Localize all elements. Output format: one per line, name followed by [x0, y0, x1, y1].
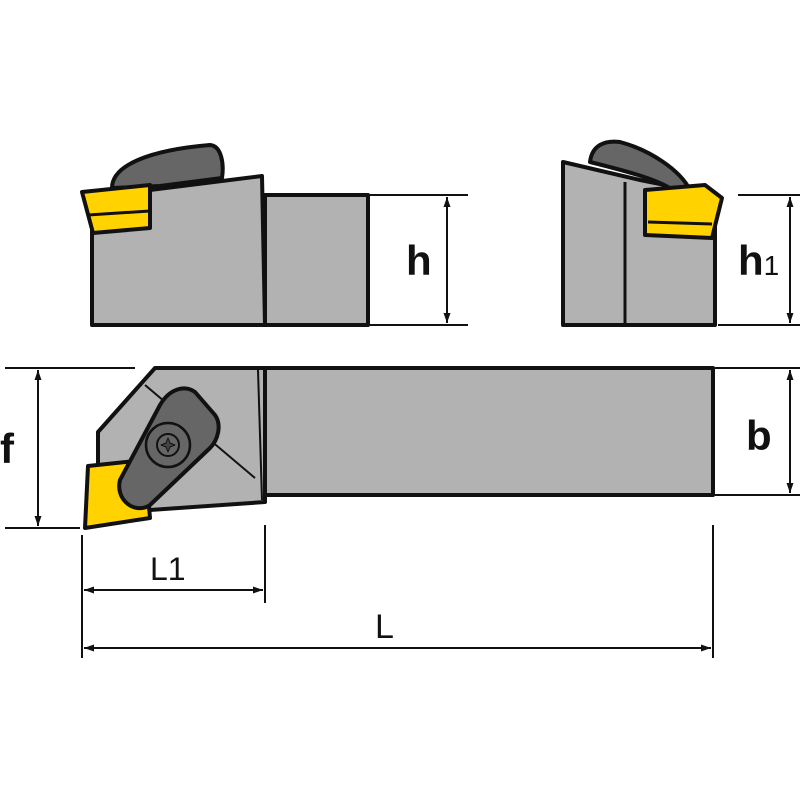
shank-front — [263, 193, 370, 327]
label-b: b — [746, 412, 772, 459]
clamp-side — [588, 139, 692, 194]
label-h1-sub: 1 — [764, 250, 780, 281]
front-view — [80, 143, 370, 327]
insert-side — [643, 183, 724, 240]
label-h1: h1 — [738, 237, 779, 284]
label-L: L — [375, 608, 394, 646]
label-L1: L1 — [150, 551, 186, 587]
label-h1-main: h — [738, 237, 764, 284]
label-h: h — [406, 237, 432, 284]
clamp-front — [110, 143, 225, 190]
side-view — [561, 139, 724, 327]
insert-front — [80, 183, 152, 235]
dimensions — [5, 194, 800, 658]
shank-top — [263, 366, 715, 497]
top-view — [83, 366, 715, 530]
label-f: f — [0, 425, 15, 472]
